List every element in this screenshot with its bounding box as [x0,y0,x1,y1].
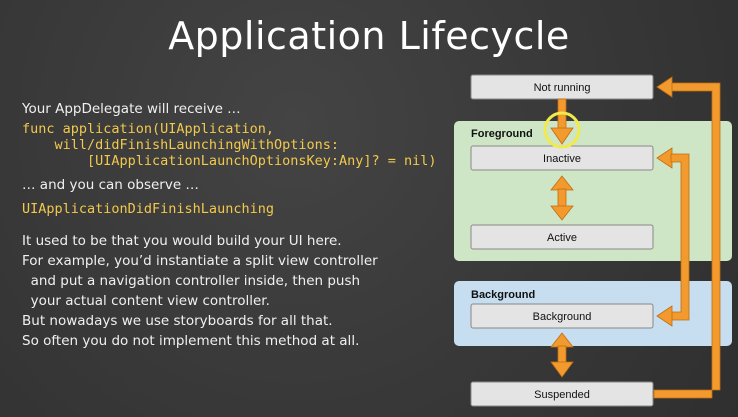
code-line-3: [UIApplicationLaunchOptionsKey:Any]? = n… [22,153,437,169]
intro-text: Your AppDelegate will receive … [22,101,241,117]
arrow-inactive-background-icon [656,147,690,327]
state-inactive-label: Inactive [543,153,581,165]
highlight-circle-icon [543,111,581,149]
paragraph-line-3: and put a navigation controller inside, … [22,273,361,289]
foreground-group-label: Foreground [471,128,533,140]
arrow-terminate-icon [653,76,721,399]
state-active [470,224,654,250]
paragraph-line-5: But nowadays we use storyboards for all … [22,313,333,329]
state-active-label: Active [547,232,577,244]
arrow-inactive-active-icon [550,175,574,221]
paragraph-line-2: For example, you’d instantiate a split v… [22,253,378,269]
code-line-2: will/didFinishLaunchingWithOptions: [22,137,339,153]
paragraph-line-1: It used to be that you would build your … [22,233,342,249]
state-suspended [470,381,654,407]
state-background [470,303,654,329]
code-line-1: func application(UIApplication, [22,121,274,137]
arrow-background-suspended-icon [550,332,574,378]
state-suspended-label: Suspended [534,389,590,401]
slide-title: Application Lifecycle [168,14,570,58]
state-background-label: Background [533,311,592,323]
state-not-running-label: Not running [534,82,591,94]
background-group-label: Background [471,289,535,301]
notification-name: UIApplicationDidFinishLaunching [22,201,274,217]
observe-text: … and you can observe … [22,177,199,193]
paragraph-line-6: So often you do not implement this metho… [22,333,360,349]
paragraph-line-4: your actual content view controller. [22,293,270,309]
